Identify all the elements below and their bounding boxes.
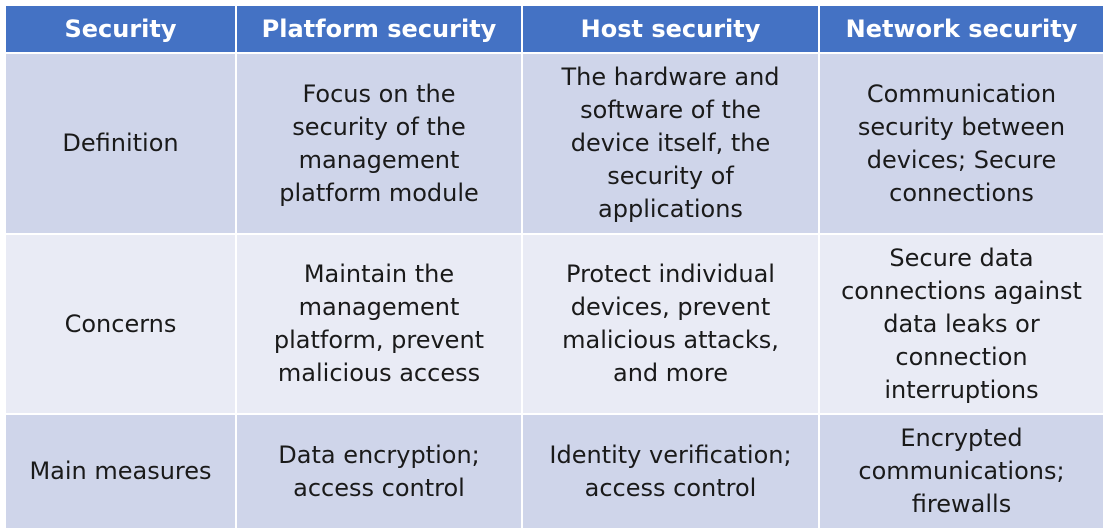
cell-host-concerns: Protect individual devices, prevent mali…	[521, 233, 820, 415]
table-row: Concerns Maintain the management platfor…	[4, 233, 1105, 415]
cell-platform-measures: Data encryption; access control	[235, 413, 523, 530]
row-label-main-measures: Main measures	[4, 413, 237, 530]
header-host-security: Host security	[521, 4, 820, 54]
table-row: Definition Focus on the security of the …	[4, 52, 1105, 235]
cell-host-definition: The hardware and software of the device …	[521, 52, 820, 235]
cell-platform-concerns: Maintain the management platform, preven…	[235, 233, 523, 415]
header-network-security: Network security	[818, 4, 1105, 54]
row-label-concerns: Concerns	[4, 233, 237, 415]
row-label-definition: Definition	[4, 52, 237, 235]
table-row: Main measures Data encryption; access co…	[4, 413, 1105, 530]
cell-host-measures: Identity verification; access control	[521, 413, 820, 530]
cell-platform-definition: Focus on the security of the management …	[235, 52, 523, 235]
header-security: Security	[4, 4, 237, 54]
cell-network-concerns: Secure data connections against data lea…	[818, 233, 1105, 415]
cell-network-definition: Communication security between devices; …	[818, 52, 1105, 235]
cell-network-measures: Encrypted communications; firewalls	[818, 413, 1105, 530]
security-comparison-table: Security Platform security Host security…	[4, 4, 1105, 530]
header-platform-security: Platform security	[235, 4, 523, 54]
table-header-row: Security Platform security Host security…	[4, 4, 1105, 54]
